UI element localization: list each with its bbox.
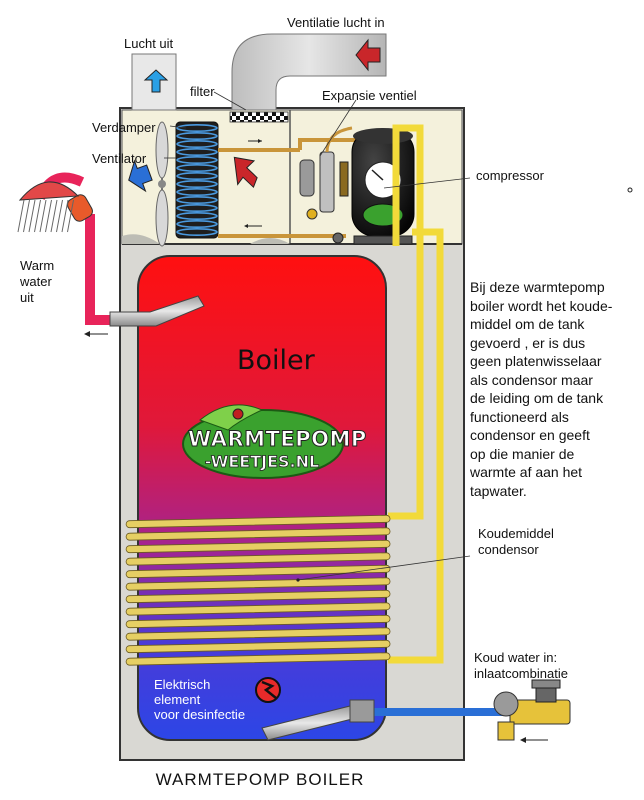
evaporator-tube [176,172,218,181]
water-jet [39,199,47,233]
description-line: warmte af aan het [470,464,583,480]
evaporator-tube [176,212,218,221]
water-jet [28,199,36,233]
coil-winding [125,639,391,654]
evaporator-tube [176,140,218,149]
evaporator-tube [176,228,218,237]
hot-gas-pipe-down [388,248,424,520]
water-jet [61,199,69,233]
description-line: geen platenwisselaar [470,353,602,369]
description-paragraph: Bij deze warmtepomp boiler wordt het koud… [470,278,638,500]
label-compressor: compressor [476,168,544,183]
elektrisch-line-2: element [154,692,201,707]
label-lucht-uit: Lucht uit [124,36,174,51]
label-condensor: condensor [478,542,539,557]
water-jet [50,199,58,233]
evaporator-tube [176,188,218,197]
logo-text-line1: WARMTEPOMP [188,427,367,452]
coil-winding [125,539,391,554]
coil-winding [125,514,391,529]
label-expansie-ventiel: Expansie ventiel [322,88,417,103]
label-koudemiddel: Koudemiddel [478,526,554,541]
coil-winding [125,564,391,579]
evaporator-tube [176,204,218,213]
label-warm-water-1: Warm [20,258,55,273]
condenser-coil [125,514,391,666]
hot-water-dip-tube [109,295,205,327]
coil-winding [125,614,391,629]
evaporator-tube [176,156,218,165]
evaporator-air-arrow [233,156,258,189]
coil-winding [125,589,391,604]
coil-winding [125,527,391,541]
label-koud-water-in: Koud water in: [474,650,558,665]
evaporator-tube [176,148,218,157]
description-line: Bij deze warmtepomp [470,279,605,295]
fan-blade-top [155,121,169,179]
description-line: boiler wordt het koude- [470,297,613,314]
water-jet [23,199,30,233]
coil-winding [125,552,391,566]
label-inlaatcombinatie: inlaatcombinatie [474,666,568,681]
expansion-valve [299,159,315,197]
water-jet [67,199,74,233]
shower-water [17,199,74,233]
description-line: gevoerd , er is dus [470,334,586,351]
label-elektrisch-element: Elektrisch element voor desinfectie [154,677,245,722]
water-jet [17,199,25,233]
filter [229,111,289,123]
elektrisch-line-3: voor desinfectie [154,707,246,722]
label-verdamper: Verdamper [92,120,156,135]
water-jet [56,199,63,233]
evaporator-tube [176,164,218,173]
evaporator-coils [176,124,218,237]
fan-blade-bottom [155,189,169,247]
description-line: condensor en geeft [470,427,590,443]
description-line: als condensor maar [470,371,593,388]
condensate-return-pipe [388,228,444,664]
label-warm-water-3: uit [20,290,34,305]
leader-lines [164,91,471,581]
coil-winding [125,602,391,616]
boiler-tank [137,255,387,741]
label-filter: filter [190,84,215,99]
ventilation-inlet-duct [231,33,387,111]
evaporator-tube [176,180,218,189]
evaporator-tube [176,196,218,205]
logo-text-line2: -WEETJES.NL [204,452,320,472]
description-line: tapwater. [470,482,527,499]
diagram-title: WARMTEPOMP BOILER [155,770,365,789]
label-ventilator: Ventilator [92,151,147,166]
description-line: middel om de tank [470,316,585,332]
evaporator-tube [176,220,218,229]
coil-winding [125,627,391,641]
air-in-arrow [355,38,381,72]
logo-leaf [198,404,264,431]
filter-dryer [319,151,335,213]
label-warm-water-2: water [20,274,52,289]
coil-winding [125,652,391,666]
inlet-combination [509,699,571,725]
label-ventilatie-lucht-in: Ventilatie lucht in [287,15,385,30]
evaporator-tube [176,124,218,133]
boiler-label: Boiler [237,345,315,376]
elektrisch-line-1: Elektrisch [154,677,211,692]
fan-air-arrow [128,159,153,193]
water-jet [45,199,52,233]
sight-glass [339,161,349,197]
description-line: op die manier de [470,445,575,462]
description-line: functioneerd als [470,408,569,425]
water-jet [34,199,41,233]
air-out-arrow [143,69,169,93]
evaporator-tube [176,132,218,141]
coil-winding [125,577,391,591]
description-line: de leiding om de tank [470,390,604,406]
shower-head [18,181,80,201]
